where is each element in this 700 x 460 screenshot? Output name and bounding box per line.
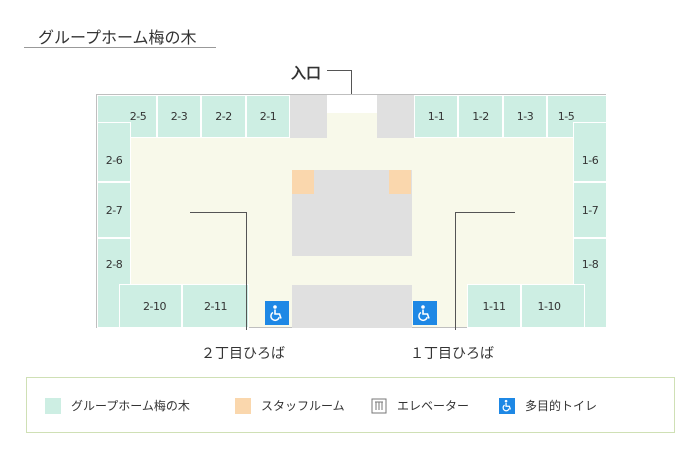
legend-swatch-staff <box>235 397 251 414</box>
toilet-left <box>265 301 289 325</box>
legend-label: スタッフルーム <box>261 399 345 413</box>
entrance-opening <box>327 95 377 113</box>
staff-room-right <box>389 170 411 194</box>
legend-item-toilet: 多目的トイレ <box>499 397 597 414</box>
room-2-7: 2-7 <box>97 182 131 238</box>
room-2-10: 2-10 <box>119 284 182 328</box>
legend-item-staff-room: スタッフルーム <box>235 397 345 414</box>
room-2-1: 2-1 <box>246 95 290 138</box>
room-label: 2-10 <box>143 299 166 313</box>
plaza-1-label: １丁目ひろば <box>410 346 494 362</box>
room-label: 1-6 <box>581 153 599 167</box>
room-2-8: 2-8 <box>97 238 131 328</box>
room-label: 2-5 <box>129 110 147 123</box>
elevator-icon <box>371 398 387 413</box>
room-2-6: 2-6 <box>97 122 131 182</box>
room-2-3: 2-3 <box>157 95 201 138</box>
plaza-2-leader-v <box>246 212 247 330</box>
room-1-8: 1-8 <box>573 238 607 328</box>
staff-room-left <box>292 170 314 194</box>
legend-swatch-room <box>45 397 61 414</box>
room-label: 1-11 <box>482 299 506 313</box>
legend: グループホーム梅の木 スタッフルーム エレベーター 多目的トイレ <box>26 377 675 433</box>
room-label: 1-1 <box>427 110 445 123</box>
floor-plan: 2-5 2-3 2-2 2-1 1-1 1-2 1-3 1-5 2-6 2-7 … <box>96 94 607 328</box>
room-2-2: 2-2 <box>201 95 246 138</box>
room-label: 1-10 <box>537 299 561 313</box>
room-label: 2-11 <box>204 299 227 313</box>
room-label: 1-3 <box>516 110 534 123</box>
utility-core <box>292 285 412 328</box>
page-title: グループホーム梅の木 <box>38 28 197 47</box>
title-underline <box>24 47 216 48</box>
legend-item-elevator: エレベーター <box>371 397 469 414</box>
legend-label: グループホーム梅の木 <box>71 399 190 413</box>
toilet-right <box>413 301 437 325</box>
entrance-leader-h <box>327 70 351 71</box>
room-2-11: 2-11 <box>182 284 249 328</box>
room-1-1: 1-1 <box>414 95 458 138</box>
room-label: 1-8 <box>581 257 599 271</box>
legend-swatch-toilet <box>499 397 515 414</box>
room-1-11: 1-11 <box>467 284 521 328</box>
room-1-7: 1-7 <box>573 182 607 238</box>
storage-top-right <box>377 95 414 138</box>
room-label: 2-7 <box>105 203 123 217</box>
room-1-10: 1-10 <box>521 284 585 328</box>
room-label: 2-3 <box>170 110 188 123</box>
wheelchair-icon <box>502 399 511 412</box>
room-1-3: 1-3 <box>503 95 547 138</box>
room-label: 2-8 <box>105 257 123 271</box>
legend-label: 多目的トイレ <box>525 399 598 413</box>
plaza-2-leader-h <box>190 212 247 213</box>
room-label: 1-5 <box>557 110 575 123</box>
wheelchair-icon <box>418 305 430 322</box>
plaza-1-leader-v <box>455 212 456 330</box>
room-label: 2-2 <box>215 110 232 123</box>
plaza-1-leader-h <box>455 212 515 213</box>
plaza-2-label: ２丁目ひろば <box>201 346 285 362</box>
room-label: 2-1 <box>259 110 277 123</box>
wheelchair-icon <box>270 305 282 322</box>
room-label: 1-7 <box>581 203 599 217</box>
entrance-label: 入口 <box>291 64 322 82</box>
storage-top-left <box>290 95 327 138</box>
entrance-leader-v <box>351 70 352 112</box>
room-label: 1-2 <box>472 110 489 123</box>
room-1-2: 1-2 <box>458 95 503 138</box>
legend-item-group-home: グループホーム梅の木 <box>45 397 190 414</box>
room-1-6: 1-6 <box>573 122 607 182</box>
room-label: 2-6 <box>105 153 123 167</box>
legend-label: エレベーター <box>397 399 470 413</box>
